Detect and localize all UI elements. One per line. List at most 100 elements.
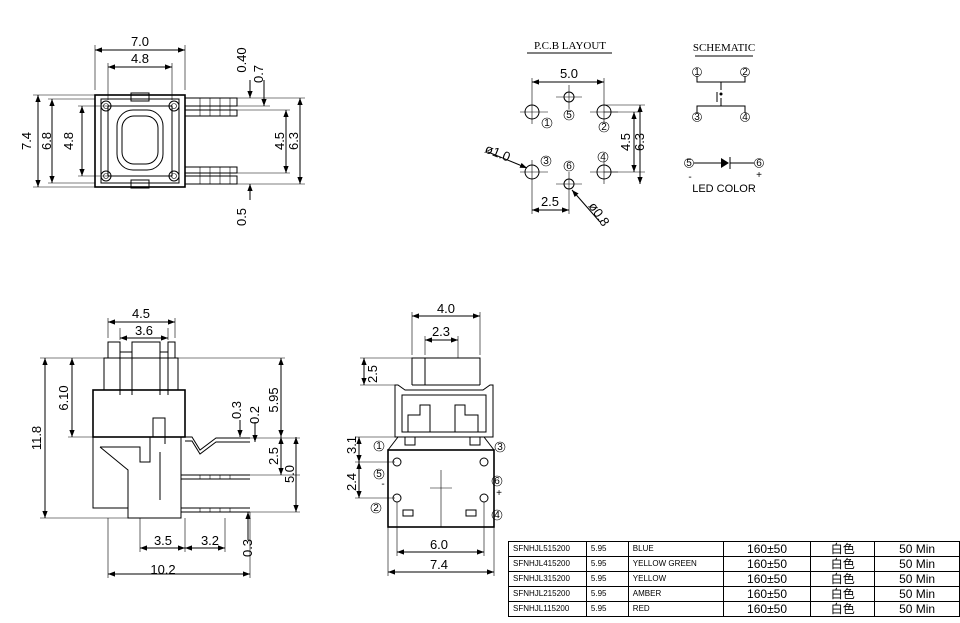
spec-cell-part-number: SFNHJL515200 [508, 541, 587, 557]
side-dim-10-2: 10.2 [150, 562, 175, 577]
pcb-pin-1: 1 [544, 118, 550, 129]
side-dim-2-5: 2.5 [266, 447, 281, 465]
front-dim-4-0: 4.0 [437, 301, 455, 316]
front-pin-1: 1 [376, 441, 382, 452]
spec-cell-cap-color: 白色 [810, 556, 876, 572]
led-plus: + [756, 170, 762, 181]
front-pin-6: 6 [494, 476, 500, 487]
spec-cell-color: YELLOW [627, 571, 724, 587]
spec-cell-intensity: 160±50 [722, 586, 812, 602]
front-pin-4: 4 [494, 510, 500, 521]
pcb-dim-5-0: 5.0 [560, 66, 578, 81]
spec-cell-intensity: 160±50 [722, 541, 812, 557]
spec-cell-intensity: 160±50 [722, 601, 812, 617]
dim-7-0: 7.0 [131, 34, 149, 49]
side-dim-4-5: 4.5 [132, 306, 150, 321]
spec-cell-height: 5.95 [585, 556, 629, 572]
spec-cell-intensity: 160±50 [722, 571, 812, 587]
spec-cell-color: BLUE [627, 541, 724, 557]
side-dim-6-10: 6.10 [56, 385, 71, 410]
spec-cell-height: 5.95 [585, 571, 629, 587]
front-pin-2: 2 [373, 503, 379, 514]
dim-0-7: 0.7 [251, 65, 266, 83]
pcb-dim-phi-1-0: ø1.0 [483, 141, 513, 165]
front-dim-2-4: 2.4 [344, 473, 359, 491]
pcb-dim-2-5: 2.5 [541, 194, 559, 209]
side-view: 4.5 3.6 6.10 11.8 0.3 0.2 5.95 2.5 5.0 3… [29, 306, 300, 578]
pcb-dim-6-3: 6.3 [632, 133, 647, 151]
dim-6-8: 6.8 [39, 132, 54, 150]
schematic: SCHEMATIC 1 2 3 4 5 6 - + LED COLOR [684, 42, 764, 195]
side-dim-0-3: 0.3 [229, 401, 244, 419]
side-dim-3-5: 3.5 [154, 533, 172, 548]
front-minus: - [381, 479, 384, 490]
spec-cell-part-number: SFNHJL215200 [508, 586, 587, 602]
spec-cell-life: 50 Min [874, 541, 960, 557]
spec-cell-color: AMBER [627, 586, 724, 602]
spec-cell-life: 50 Min [874, 571, 960, 587]
schematic-pin-3: 3 [694, 112, 700, 123]
pcb-pin-6: 6 [566, 161, 572, 172]
side-dim-5-0: 5.0 [282, 465, 297, 483]
led-pin-5: 5 [686, 158, 692, 169]
spec-cell-part-number: SFNHJL315200 [508, 571, 587, 587]
front-dim-6-0: 6.0 [430, 537, 448, 552]
spec-cell-part-number: SFNHJL115200 [508, 601, 587, 617]
led-pin-6: 6 [756, 158, 762, 169]
schematic-title: SCHEMATIC [693, 42, 755, 54]
spec-cell-life: 50 Min [874, 556, 960, 572]
dim-6-3: 6.3 [286, 132, 301, 150]
spec-cell-intensity: 160±50 [722, 556, 812, 572]
spec-cell-cap-color: 白色 [810, 571, 876, 587]
spec-cell-cap-color: 白色 [810, 601, 876, 617]
spec-cell-color: RED [627, 601, 724, 617]
dim-0-5: 0.5 [234, 208, 249, 226]
top-view: 7.0 4.8 7.4 6.8 4.8 0.40 0.7 4.5 6.3 0.5 [19, 34, 305, 226]
side-dim-3-2: 3.2 [201, 533, 219, 548]
side-dim-0-3-bottom: 0.3 [240, 539, 255, 557]
front-dim-2-5: 2.5 [365, 365, 380, 383]
spec-cell-height: 5.95 [585, 601, 629, 617]
spec-cell-height: 5.95 [585, 541, 629, 557]
pcb-layout-title: P.C.B LAYOUT [534, 40, 606, 52]
pcb-pin-5: 5 [566, 110, 572, 121]
pcb-dim-phi-0-8: ø0.8 [586, 199, 613, 229]
led-diode-icon [721, 158, 729, 168]
spec-cell-life: 50 Min [874, 601, 960, 617]
pcb-pin-3: 3 [543, 156, 549, 167]
led-minus: - [688, 172, 691, 183]
schematic-pin-2: 2 [742, 67, 748, 78]
spec-cell-height: 5.95 [585, 586, 629, 602]
spec-cell-life: 50 Min [874, 586, 960, 602]
spec-cell-cap-color: 白色 [810, 586, 876, 602]
spec-cell-cap-color: 白色 [810, 541, 876, 557]
dim-4-8-vertical: 4.8 [61, 132, 76, 150]
pcb-pin-4: 4 [600, 152, 606, 163]
spec-cell-color: YELLOW GREEN [627, 556, 724, 572]
front-plus: + [496, 488, 502, 499]
pcb-dim-4-5: 4.5 [618, 133, 633, 151]
side-dim-0-2: 0.2 [247, 406, 262, 424]
schematic-pin-1: 1 [694, 67, 700, 78]
front-pin-5: 5 [376, 469, 382, 480]
front-view: 1 5 2 3 6 4 - + 4.0 2.3 2.5 3.1 2.4 6.0 … [344, 301, 506, 576]
front-dim-2-3: 2.3 [432, 324, 450, 339]
pcb-pin-2: 2 [601, 122, 607, 133]
front-dim-3-1: 3.1 [344, 436, 359, 454]
dim-4-5: 4.5 [272, 132, 287, 150]
schematic-pin-4: 4 [742, 112, 748, 123]
dim-0-40: 0.40 [234, 47, 249, 72]
dim-4-8: 4.8 [131, 51, 149, 66]
front-pin-3: 3 [497, 442, 503, 453]
side-dim-3-6: 3.6 [135, 323, 153, 338]
spec-cell-part-number: SFNHJL415200 [508, 556, 587, 572]
side-dim-11-8: 11.8 [29, 426, 44, 450]
led-color-label: LED COLOR [692, 183, 756, 195]
